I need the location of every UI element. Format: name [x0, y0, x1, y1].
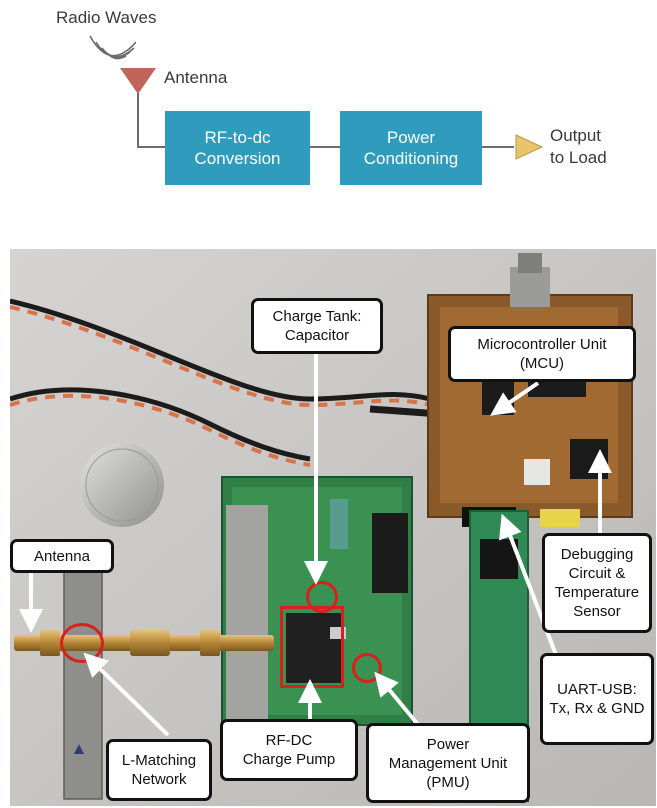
- output-arrow-icon: [515, 134, 544, 160]
- pmu-label: Power Management Unit (PMU): [366, 723, 530, 803]
- mcu-arrow: [490, 381, 540, 416]
- mcu-label: Microcontroller Unit (MCU): [448, 326, 636, 382]
- connector-wire: [310, 146, 340, 148]
- rf-to-dc-block: RF-to-dc Conversion: [165, 111, 310, 185]
- debugging-label: Debugging Circuit & Temperature Sensor: [542, 533, 652, 633]
- pmu-arrow: [374, 671, 422, 729]
- l-matching-label: L-Matching Network: [106, 739, 212, 801]
- l-matching-highlight: [60, 623, 104, 663]
- antenna-icon: [120, 68, 156, 94]
- power-conditioning-block: Power Conditioning: [340, 111, 482, 185]
- output-label: Output to Load: [550, 126, 607, 167]
- callout-arrows: [19, 349, 612, 737]
- radio-waves-icon: [89, 35, 136, 60]
- antenna-label-callout: Antenna: [10, 539, 114, 573]
- radio-waves-label: Radio Waves: [56, 8, 157, 27]
- rf-dc-label: RF-DC Charge Pump: [220, 719, 358, 781]
- uart-arrow: [499, 513, 558, 656]
- l-matching-arrow: [83, 652, 170, 737]
- hardware-photo: Charge Tank: Capacitor Microcontroller U…: [10, 249, 656, 806]
- antenna-wire-vertical: [137, 93, 139, 147]
- pmu-highlight: [352, 653, 382, 683]
- charge-tank-label: Charge Tank: Capacitor: [251, 298, 383, 354]
- antenna-wire-horizontal: [137, 146, 165, 148]
- antenna-label: Antenna: [164, 68, 228, 87]
- output-wire: [482, 146, 514, 148]
- uart-usb-label: UART-USB: Tx, Rx & GND: [540, 653, 654, 745]
